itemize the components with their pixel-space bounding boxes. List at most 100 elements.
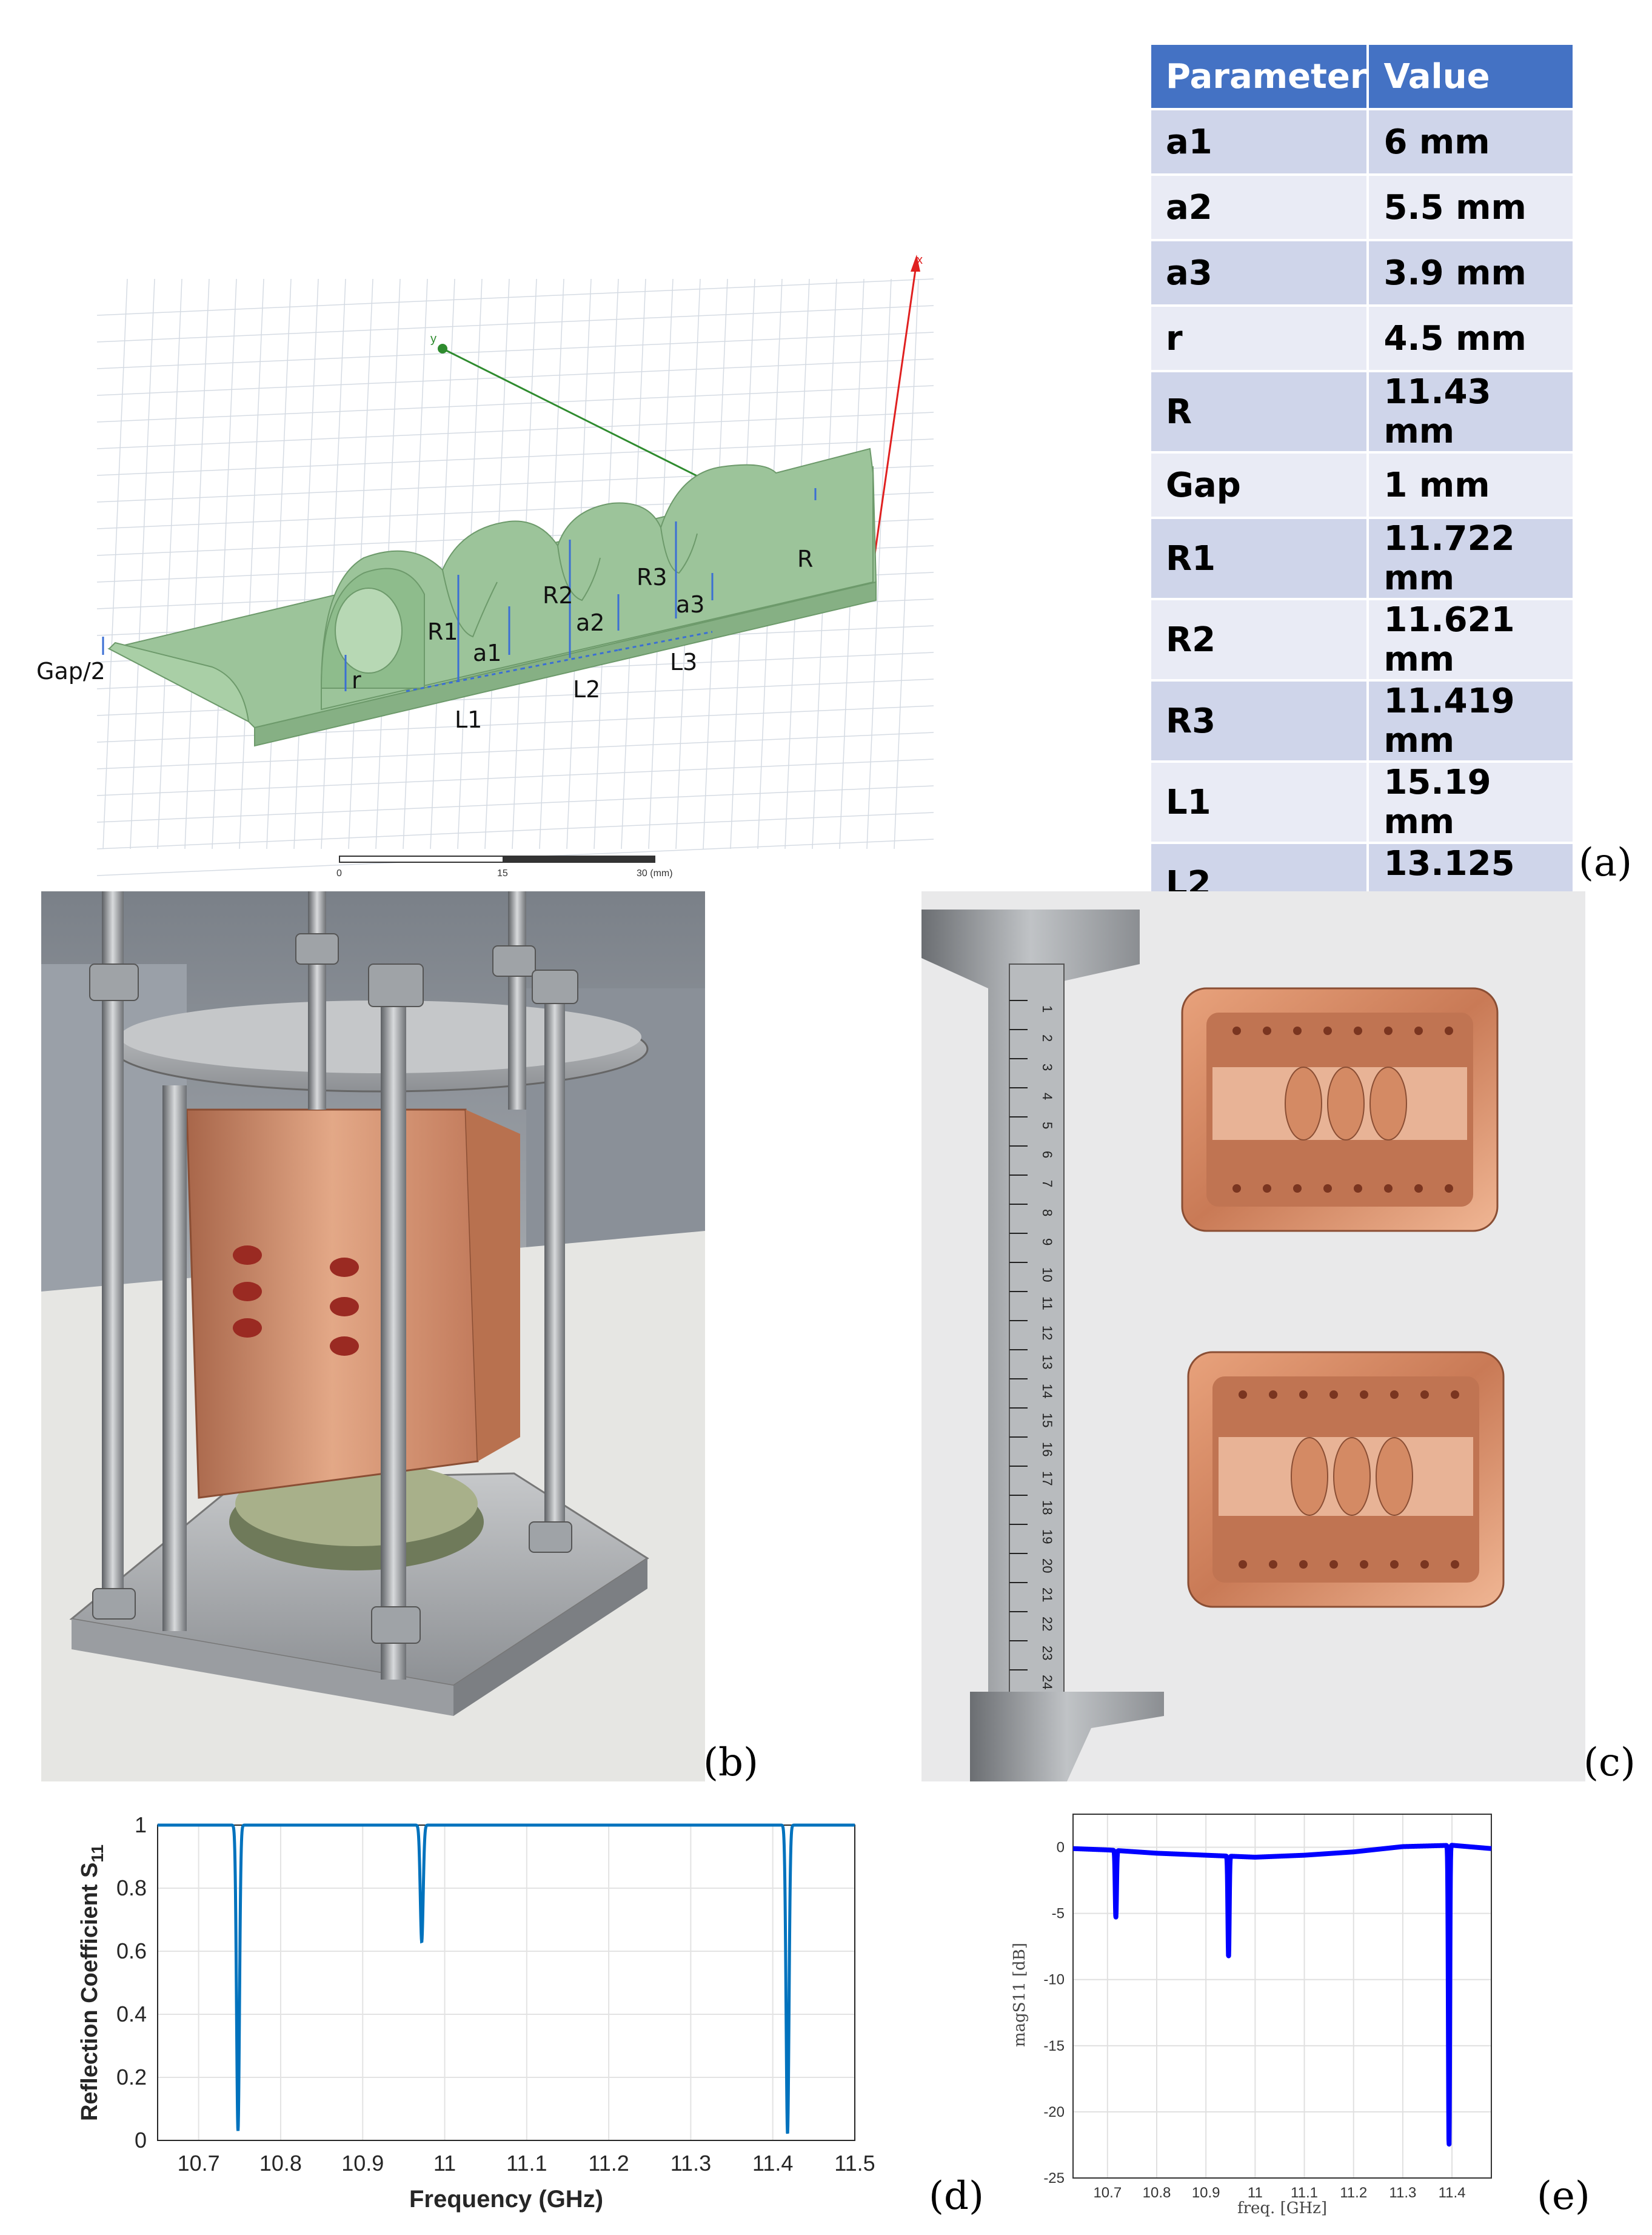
ruler-tick-label: 14 (1040, 1384, 1055, 1398)
chart-e-xtick-label: 11.2 (1340, 2185, 1367, 2201)
panel-label-b: (b) (703, 1740, 758, 1785)
panel-label-c: (c) (1583, 1740, 1636, 1785)
ruler-tick-label: 3 (1040, 1064, 1055, 1071)
photo-assembled-cavity (41, 891, 705, 1781)
cad-label-R2: R2 (543, 582, 574, 609)
cad-y-axis-label: y (430, 332, 436, 346)
chart-d-xtick-label: 11.2 (588, 2151, 629, 2176)
cad-label-R: R (797, 546, 813, 572)
cad-scale-15: 15 (497, 868, 508, 879)
table-header-row: Parameter Value (1148, 42, 1575, 110)
chart-d-ytick-label: 0.4 (116, 2002, 147, 2026)
chart-d-ylabel: Reflection Coefficient S11 (77, 1845, 107, 2121)
table-cell-value: 6 mm (1366, 108, 1575, 176)
cad-y-axis-marker (438, 344, 447, 354)
chart-d-series-line (158, 1823, 855, 2134)
table-cell-parameter: r (1148, 304, 1369, 372)
chart-d-xtick-label: 10.8 (259, 2151, 302, 2176)
table-cell-parameter: Gap (1148, 451, 1369, 519)
table-cell-parameter: a2 (1148, 173, 1369, 241)
ruler-tick-label: 23 (1040, 1646, 1055, 1660)
ruler-tick-label: 7 (1040, 1180, 1055, 1187)
ruler-tick-label: 24 (1040, 1675, 1055, 1689)
cavity-solid (107, 447, 877, 747)
chart-d-xtick-label: 11.1 (506, 2151, 547, 2176)
table-cell-value: 4.5 mm (1366, 304, 1575, 372)
chart-e-series-line (1071, 1843, 1494, 2147)
table-cell-value: 11.621 mm (1366, 598, 1575, 682)
cad-label-a1: a1 (473, 640, 501, 666)
chart-e-xtick-label: 10.8 (1143, 2185, 1171, 2201)
table-cell-parameter: a3 (1148, 239, 1369, 307)
chart-d-ytick-label: 0.2 (116, 2065, 147, 2089)
table-cell-parameter: a1 (1148, 108, 1369, 176)
ruler-tick-label: 6 (1040, 1151, 1055, 1158)
table-cell-value: 3.9 mm (1366, 239, 1575, 307)
chart-e-xlabel: freq. [GHz] (1237, 2199, 1327, 2217)
table-cell-parameter: R1 (1148, 517, 1369, 600)
chart-e-xtick-label: 10.9 (1192, 2185, 1220, 2201)
chart-e-xtick-label: 11.1 (1291, 2185, 1318, 2201)
chart-e-ylabel: magS11 [dB] (1011, 1943, 1029, 2047)
chart-d-xlabel: Frequency (GHz) (409, 2186, 603, 2213)
ruler-tick-label: 12 (1040, 1325, 1055, 1340)
chart-d-xtick-label: 10.7 (178, 2151, 220, 2176)
cad-label-L1: L1 (455, 706, 482, 733)
cad-y-axis (442, 347, 716, 486)
table-cell-parameter: R (1148, 370, 1369, 454)
ruler-tick-label: 22 (1040, 1617, 1055, 1631)
table-cell-value: 15.19 mm (1366, 760, 1575, 844)
cad-scale-0: 0 (336, 868, 342, 879)
cad-scale-bar: 0 15 30 (mm) (336, 856, 673, 879)
cavity-half-bottom (1187, 1351, 1505, 1608)
cavity-half-top (1181, 987, 1499, 1232)
cad-label-L3: L3 (670, 649, 697, 675)
chart-d-ytick-label: 0.8 (116, 1875, 147, 1900)
cad-label-a3: a3 (676, 591, 704, 618)
chart-d-xtick-label: 10.9 (341, 2151, 384, 2176)
ruler-tick-label: 2 (1040, 1034, 1055, 1042)
chart-e-ytick-label: -20 (1043, 2104, 1065, 2120)
chart-d-ylabel-sub: 11 (88, 1845, 107, 1863)
chart-e-ytick-label: -15 (1043, 2038, 1065, 2054)
ruler-tick-label: 4 (1040, 1093, 1055, 1100)
ruler-tick-label: 13 (1040, 1355, 1055, 1369)
chart-d-frame (157, 1825, 855, 2141)
chart-e-ytick-label: -25 (1043, 2170, 1065, 2186)
ruler-tick-label: 16 (1040, 1442, 1055, 1456)
cad-label-gap: Gap/2 (36, 658, 105, 685)
cad-model-figure: y x Gap/2 r R1 a1 R2 a2 R3 a3 R L1 L2 L3 (36, 253, 934, 879)
table-cell-parameter: R3 (1148, 679, 1369, 763)
cad-x-axis-arrow (911, 255, 920, 272)
chart-d-ytick-label: 0.6 (116, 1938, 147, 1963)
cad-x-axis-label: x (917, 253, 923, 267)
chart-d-ytick-label: 0 (135, 2128, 147, 2153)
ruler-tick-label: 18 (1040, 1500, 1055, 1515)
table-header-parameter: Parameter (1148, 42, 1369, 110)
table-header-value: Value (1366, 42, 1575, 110)
cad-dimension-lines (102, 488, 817, 692)
table-cell-value: 11.722 mm (1366, 517, 1575, 600)
panel-label-e: (e) (1537, 2174, 1590, 2219)
chart-e-xtick-label: 10.7 (1093, 2185, 1122, 2201)
ruler-tick-label: 5 (1040, 1122, 1055, 1129)
panel-label-d: (d) (929, 2174, 984, 2219)
cad-label-r: r (352, 667, 361, 694)
ruler-tick-label: 20 (1040, 1558, 1055, 1573)
ruler-tick-label: 10 (1040, 1267, 1055, 1282)
ruler-tick-label: 19 (1040, 1529, 1055, 1544)
chart-d-ylabel-main: Reflection Coefficient S (77, 1863, 102, 2122)
ruler-tick-label: 1 (1040, 1005, 1055, 1013)
cad-label-R3: R3 (637, 564, 667, 591)
